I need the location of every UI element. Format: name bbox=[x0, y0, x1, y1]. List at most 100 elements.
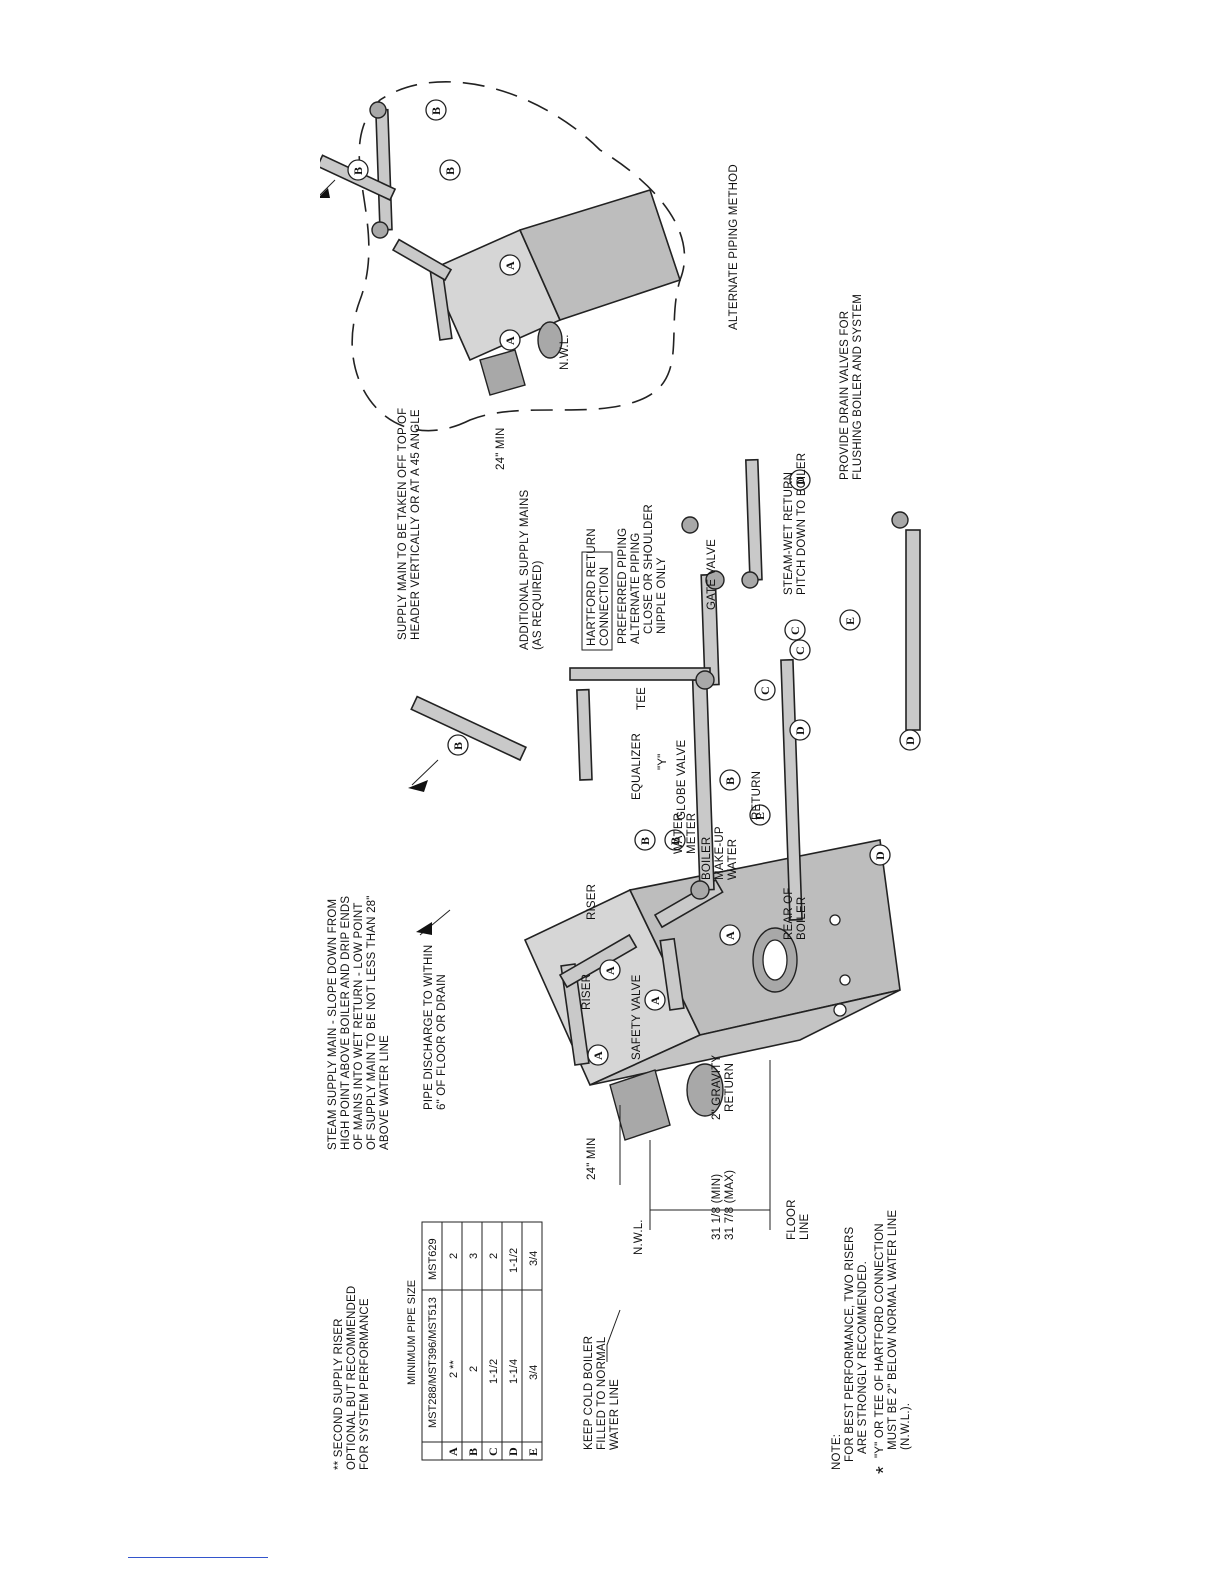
drain-valves-line-1: PROVIDE DRAIN VALVES FOR bbox=[839, 311, 851, 480]
table-key-b: B bbox=[466, 1448, 480, 1456]
y-label: "Y" bbox=[657, 754, 669, 770]
bubble-d: D bbox=[873, 851, 887, 860]
table-header-col1: MST288/MST396/MST513 bbox=[427, 1297, 439, 1428]
pipe-discharge-line-1: PIPE DISCHARGE TO WITHIN bbox=[423, 945, 435, 1110]
water-meter-line-1: WATER bbox=[673, 813, 685, 854]
floor-line-1: FLOOR bbox=[786, 1199, 798, 1240]
makeup-line-3: WATER bbox=[727, 839, 739, 880]
second-riser-note: ** SECOND SUPPLY RISER OPTIONAL BUT RECO… bbox=[333, 1286, 371, 1470]
piping-diagram: ** SECOND SUPPLY RISER OPTIONAL BUT RECO… bbox=[320, 81, 921, 1474]
bubble-c: C bbox=[793, 646, 807, 655]
bubble-b: B bbox=[668, 837, 682, 845]
alt-boiler-side bbox=[518, 189, 682, 321]
riser-label: RISER bbox=[581, 974, 593, 1010]
rear-of-boiler-line-2: BOILER bbox=[796, 897, 808, 940]
alt-header-pipe bbox=[374, 108, 393, 231]
hartford-line-2: CONNECTION bbox=[599, 567, 611, 646]
table-key-c: C bbox=[486, 1447, 500, 1456]
drain-valves-line-2: FLUSHING BOILER AND SYSTEM bbox=[852, 294, 864, 480]
steam-supply-line-1: STEAM SUPPLY MAIN - SLOPE DOWN FROM bbox=[327, 899, 339, 1150]
second-riser-line-2: OPTIONAL BUT RECOMMENDED bbox=[346, 1286, 358, 1470]
alt-nwl-label: N.W.L. bbox=[559, 334, 571, 370]
bubble-e: E bbox=[753, 812, 767, 820]
supply-main-line-2: HEADER VERTICALLY OR AT A 45 ANGLE bbox=[410, 409, 422, 640]
table-key-a: A bbox=[446, 1447, 460, 1456]
bubble-a: A bbox=[723, 931, 737, 940]
footer-rule bbox=[128, 1557, 268, 1558]
bubble-b: B bbox=[429, 107, 443, 115]
flow-arrow-icon bbox=[408, 780, 428, 792]
table-header-col2: MST629 bbox=[427, 1238, 439, 1280]
bubble-b: B bbox=[723, 777, 737, 785]
bubble-d: D bbox=[903, 736, 917, 745]
table-cell: 3 bbox=[468, 1253, 480, 1259]
alternate-detail-outline bbox=[351, 81, 686, 432]
rear-return-pipe bbox=[780, 658, 803, 921]
table-cell: 3/4 bbox=[528, 1251, 540, 1266]
hartford-line-1: HARTFORD RETURN bbox=[586, 528, 598, 646]
alternate-piping-method: A A B B B 24" MIN N.W.L. ALTERNATE PIPIN… bbox=[320, 81, 740, 470]
alternate-method-title: ALTERNATE PIPING METHOD bbox=[728, 164, 740, 330]
drain-valve-fitting bbox=[891, 511, 909, 529]
elbow-fitting bbox=[690, 880, 710, 900]
discharge-arrow-icon bbox=[416, 922, 432, 935]
leader-line bbox=[606, 1309, 621, 1362]
additional-mains-line-2: (AS REQUIRED) bbox=[532, 561, 544, 651]
bubble-b: B bbox=[451, 742, 465, 750]
safety-valve-label: SAFETY VALVE bbox=[631, 974, 643, 1060]
riser-pipe-1 bbox=[560, 963, 590, 1066]
alt-min-24-label: 24" MIN bbox=[495, 427, 507, 470]
asterisk-line-2: MUST BE 2" BELOW NORMAL WATER LINE bbox=[887, 1210, 899, 1450]
second-riser-line-3: FOR SYSTEM PERFORMANCE bbox=[359, 1298, 371, 1470]
riser-label: RISER bbox=[586, 884, 598, 920]
table-cell: 1-1/4 bbox=[508, 1359, 520, 1384]
tee-label: TEE bbox=[636, 687, 648, 710]
bubble-a: A bbox=[503, 336, 517, 345]
keep-cold-line-1: KEEP COLD BOILER bbox=[583, 1336, 595, 1450]
keep-cold-line-3: WATER LINE bbox=[609, 1379, 621, 1450]
keep-cold-line-2: FILLED TO NORMAL bbox=[596, 1336, 608, 1450]
bubble-b: B bbox=[638, 837, 652, 845]
gate-valve-fitting bbox=[741, 571, 759, 589]
main-bubbles: A A A A B B B B E C C C D D D E D bbox=[447, 469, 921, 1066]
wet-return-pipe bbox=[744, 458, 763, 581]
alt-flange bbox=[537, 321, 563, 359]
steam-wet-line-1: STEAM-WET RETURN bbox=[783, 472, 795, 595]
preferred-piping: PREFERRED PIPING bbox=[617, 528, 629, 644]
alternate-piping-line-2: CLOSE OR SHOULDER bbox=[643, 504, 655, 634]
gravity-return-flange bbox=[686, 1063, 724, 1117]
asterisk-line-3: (N.W.L.). bbox=[900, 1403, 912, 1450]
bubble-a: A bbox=[603, 966, 617, 975]
bubble-d: D bbox=[793, 726, 807, 735]
bottom-notes: NOTE: FOR BEST PERFORMANCE, TWO RISERS A… bbox=[831, 1210, 912, 1474]
supply-main-pipe bbox=[410, 695, 527, 762]
hartford-box bbox=[581, 551, 613, 651]
table-cell: 3/4 bbox=[528, 1365, 540, 1380]
table-cell: 1-1/2 bbox=[488, 1359, 500, 1384]
minimum-pipe-size-table: MINIMUM PIPE SIZE MST288/MST396/MST513 M… bbox=[406, 1221, 543, 1461]
bubble-c: C bbox=[758, 686, 772, 695]
bubble-b: B bbox=[351, 167, 365, 175]
dim-max-label: 31 7/8 (MAX) bbox=[724, 1170, 736, 1240]
main-piping bbox=[408, 458, 921, 1066]
table-key-d: D bbox=[506, 1447, 520, 1456]
riser-pipe-2 bbox=[659, 937, 685, 1011]
makeup-line-1: BOILER bbox=[701, 837, 713, 880]
table-key-e: E bbox=[526, 1448, 540, 1456]
equalizer-label: EQUALIZER bbox=[631, 733, 643, 800]
pipe-discharge-line-2: 6" OF FLOOR OR DRAIN bbox=[436, 974, 448, 1110]
bubble-b: B bbox=[443, 167, 457, 175]
main-labels: STEAM SUPPLY MAIN - SLOPE DOWN FROM HIGH… bbox=[327, 294, 864, 1255]
note-line-2: ARE STRONGLY RECOMMENDED. bbox=[857, 1261, 869, 1454]
globe-valve-label: GLOBE VALVE bbox=[676, 739, 688, 820]
boiler-left-face bbox=[589, 989, 901, 1086]
alt-riser-pipe bbox=[391, 238, 453, 282]
makeup-line-2: MAKE-UP bbox=[714, 826, 726, 880]
return-pipe bbox=[905, 529, 921, 731]
steam-supply-line-5: ABOVE WATER LINE bbox=[379, 1035, 391, 1150]
keep-cold-note: KEEP COLD BOILER FILLED TO NORMAL WATER … bbox=[583, 1309, 621, 1450]
note-line-1: FOR BEST PERFORMANCE, TWO RISERS bbox=[844, 1227, 856, 1462]
second-riser-line-1: ** SECOND SUPPLY RISER bbox=[333, 1318, 345, 1470]
bubble-e: E bbox=[843, 617, 857, 625]
